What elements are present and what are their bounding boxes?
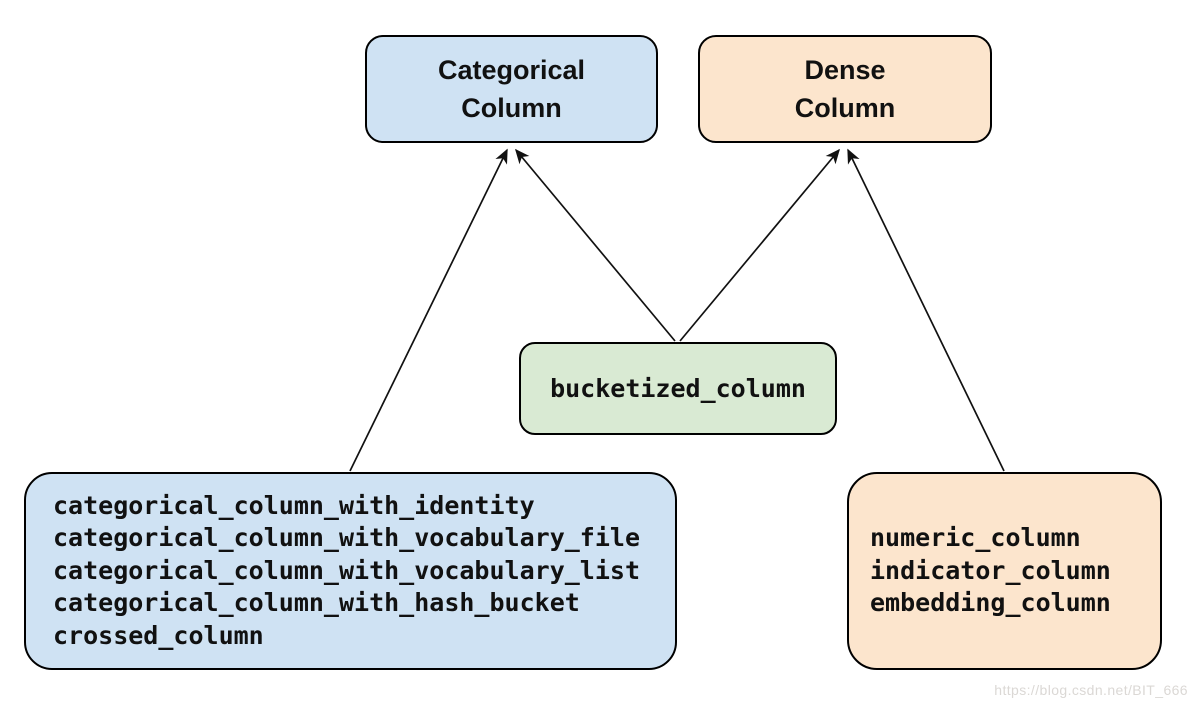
list-item: categorical_column_with_vocabulary_file	[53, 523, 640, 553]
node-dense-functions-list: numeric_column indicator_column embeddin…	[847, 472, 1162, 670]
edge-bucketized-to-dense	[679, 148, 840, 342]
list-item: crossed_column	[53, 620, 264, 650]
node-bucketized-column: bucketized_column	[519, 342, 837, 435]
list-item: numeric_column	[870, 523, 1081, 553]
list-item: categorical_column_with_vocabulary_list	[53, 555, 640, 585]
node-categorical-title-line1: Categorical	[437, 55, 586, 85]
edge-categorical-functions-to-categorical	[349, 148, 508, 472]
node-dense-column: Dense Column	[698, 35, 992, 143]
list-item: embedding_column	[870, 588, 1111, 618]
node-dense-title-line2: Column	[794, 93, 896, 123]
edge-bucketized-to-categorical	[515, 148, 676, 342]
watermark-url: https://blog.csdn.net/BIT_666	[994, 682, 1188, 698]
list-item: categorical_column_with_hash_bucket	[53, 588, 580, 618]
node-categorical-title-line2: Column	[461, 93, 562, 123]
edge-dense-functions-to-dense	[847, 148, 1005, 472]
node-dense-title-line1: Dense	[804, 55, 886, 85]
node-bucketized-label: bucketized_column	[550, 374, 806, 403]
node-categorical-column: Categorical Column	[365, 35, 658, 143]
node-categorical-functions-list: categorical_column_with_identity categor…	[24, 472, 677, 670]
list-item: categorical_column_with_identity	[53, 490, 535, 520]
list-item: indicator_column	[870, 555, 1111, 585]
